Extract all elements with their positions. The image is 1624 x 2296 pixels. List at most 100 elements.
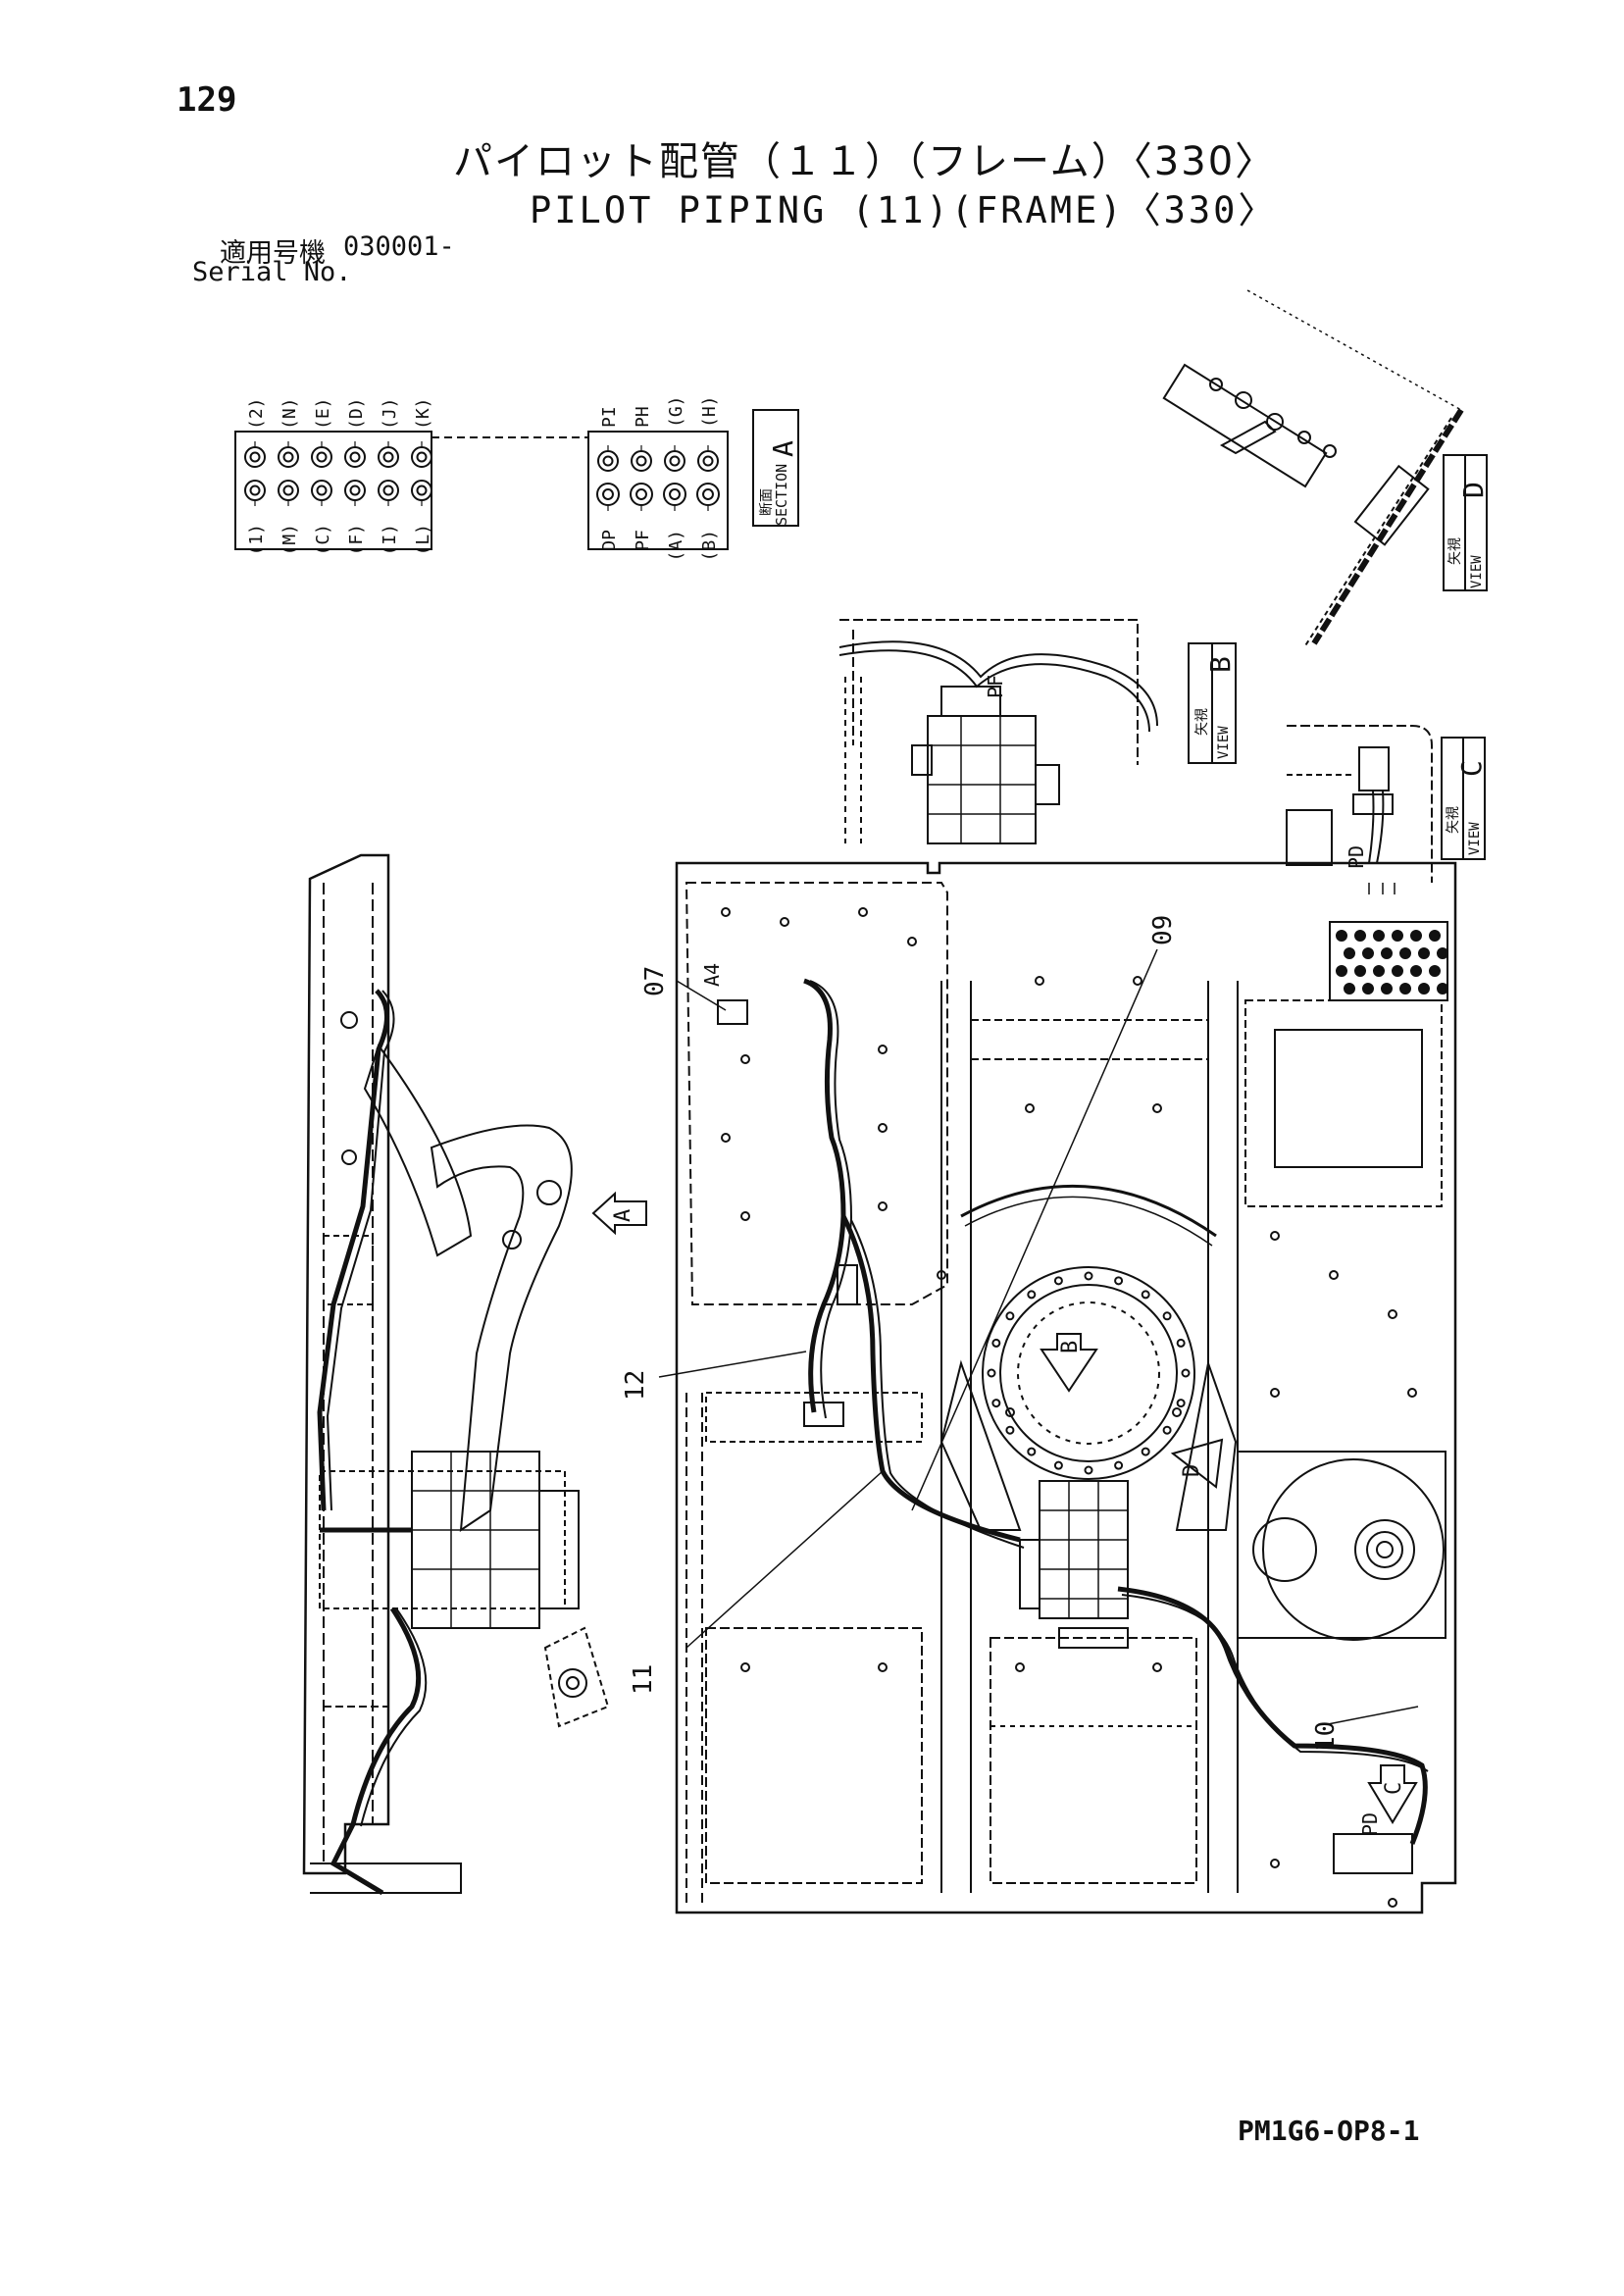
port-inner-circle — [282, 451, 294, 463]
bearing-bolt — [1114, 1276, 1124, 1286]
view-d-diagram: 矢視 VIEW D — [1162, 289, 1490, 648]
bearing-bolt — [1053, 1460, 1063, 1470]
radiator-grille-holes — [1336, 930, 1448, 995]
fastener-hole — [937, 1270, 946, 1280]
port-inner-circle — [382, 485, 394, 496]
bearing-bolt — [1084, 1465, 1093, 1475]
port-inner-circle — [702, 488, 714, 500]
port-inner-circle — [282, 485, 294, 496]
port-inner-circle — [416, 485, 428, 496]
view-b-diagram: PF 矢視 VIEW B — [838, 619, 1237, 844]
callout-12: 12 — [621, 1370, 650, 1401]
port-label: (H) — [699, 395, 720, 428]
port-circle — [663, 483, 686, 506]
view-d-caption-jp: 矢視 — [1447, 537, 1463, 565]
callout-07: 07 — [640, 966, 670, 996]
view-c-caption-en: VIEW — [1467, 822, 1483, 855]
grille-hole — [1410, 930, 1422, 942]
serial-label-english: Serial No. — [192, 257, 352, 287]
bearing-bolt — [1176, 1399, 1186, 1408]
main-frame-view: A4 PD — [675, 861, 1457, 1914]
fastener-hole — [858, 907, 868, 917]
section-a-right-bottom-ports: DP PF (A) (B) — [596, 483, 720, 562]
page-title-english: PILOT PIPING (11)(FRAME)〈330〉 — [530, 189, 1278, 231]
bearing-bolt — [1027, 1290, 1037, 1300]
port-circle — [344, 446, 366, 468]
port-inner-circle — [249, 485, 261, 496]
port-label: (K) — [413, 397, 433, 430]
fastener-hole — [740, 1054, 750, 1064]
port-inner-circle — [602, 455, 614, 467]
grille-hole — [1429, 965, 1441, 977]
page-number: 129 — [177, 80, 237, 120]
port-inner-circle — [382, 451, 394, 463]
section-a-caption-jp: 断面 — [759, 488, 775, 516]
grille-hole — [1399, 947, 1411, 959]
main-control-valve — [1039, 1480, 1129, 1619]
fastener-hole — [721, 907, 731, 917]
bearing-bolt — [1053, 1276, 1063, 1286]
port-circle — [597, 450, 619, 472]
fastener-hole — [1407, 1388, 1417, 1398]
fastener-hole — [1270, 1388, 1280, 1398]
fastener-hole — [1329, 1270, 1339, 1280]
port-label: (I) — [380, 524, 400, 556]
side-view-control-valve — [411, 1451, 540, 1629]
port-label: (B) — [699, 530, 720, 562]
port-label: (A) — [666, 530, 686, 562]
port-label: (M) — [279, 524, 300, 556]
port-label: PF — [633, 530, 653, 551]
port-label: (N) — [279, 397, 300, 430]
port-circle — [411, 480, 432, 501]
fastener-hole — [1015, 1662, 1025, 1672]
section-a-diagram: (2)(N)(E)(D)(J)(K) (1)(M)(C)(F)(I)(L) PI… — [234, 395, 799, 562]
fastener-hole — [1270, 1859, 1280, 1868]
port-inner-circle — [635, 455, 647, 467]
view-b-port-label: PF — [984, 675, 1007, 698]
view-b-letter: B — [1204, 656, 1237, 673]
grille-hole — [1362, 983, 1374, 995]
port-circle — [697, 450, 719, 472]
grille-hole — [1381, 947, 1393, 959]
port-label: DP — [599, 530, 620, 551]
callout-leaders — [658, 948, 1419, 1725]
section-a-letter: A — [767, 440, 799, 457]
bearing-bolt — [1141, 1447, 1150, 1456]
view-b-caption-jp: 矢視 — [1194, 708, 1210, 736]
view-arrow-c: C — [1367, 1764, 1418, 1824]
grille-hole — [1437, 983, 1448, 995]
port-circle — [278, 480, 299, 501]
bearing-bolt — [1181, 1368, 1191, 1378]
fastener-hole — [1152, 1662, 1162, 1672]
grille-hole — [1381, 983, 1393, 995]
bearing-bolt — [1141, 1290, 1150, 1300]
arrow-a-letter: A — [611, 1209, 635, 1222]
view-b-valve-body — [927, 715, 1037, 844]
serial-label-japanese: 適用号機 — [220, 238, 326, 269]
port-circle — [411, 446, 432, 468]
port-inner-circle — [349, 451, 361, 463]
callout-09: 09 — [1148, 915, 1178, 945]
arrow-c-letter: C — [1382, 1782, 1406, 1795]
view-c-port-label: PD — [1345, 845, 1368, 869]
grille-hole — [1429, 930, 1441, 942]
bearing-bolt — [1176, 1338, 1186, 1348]
label-pd: PD — [1358, 1812, 1382, 1836]
port-inner-circle — [316, 485, 328, 496]
drawing-code: PM1G6-OP8-1 — [1238, 2115, 1420, 2147]
port-label: (2) — [246, 397, 267, 430]
side-frame-view — [302, 853, 610, 1896]
grille-hole — [1362, 947, 1374, 959]
port-inner-circle — [416, 451, 428, 463]
callout-11: 11 — [629, 1664, 658, 1695]
grille-hole — [1344, 983, 1355, 995]
port-circle — [664, 450, 685, 472]
port-inner-circle — [249, 451, 261, 463]
section-a-right-block — [587, 431, 729, 550]
fastener-hole — [1172, 1407, 1182, 1417]
port-label: (1) — [246, 524, 267, 556]
bearing-bolt — [1005, 1311, 1015, 1321]
grille-hole — [1392, 930, 1403, 942]
section-a-left-bottom-ports: (1)(M)(C)(F)(I)(L) — [244, 480, 433, 556]
